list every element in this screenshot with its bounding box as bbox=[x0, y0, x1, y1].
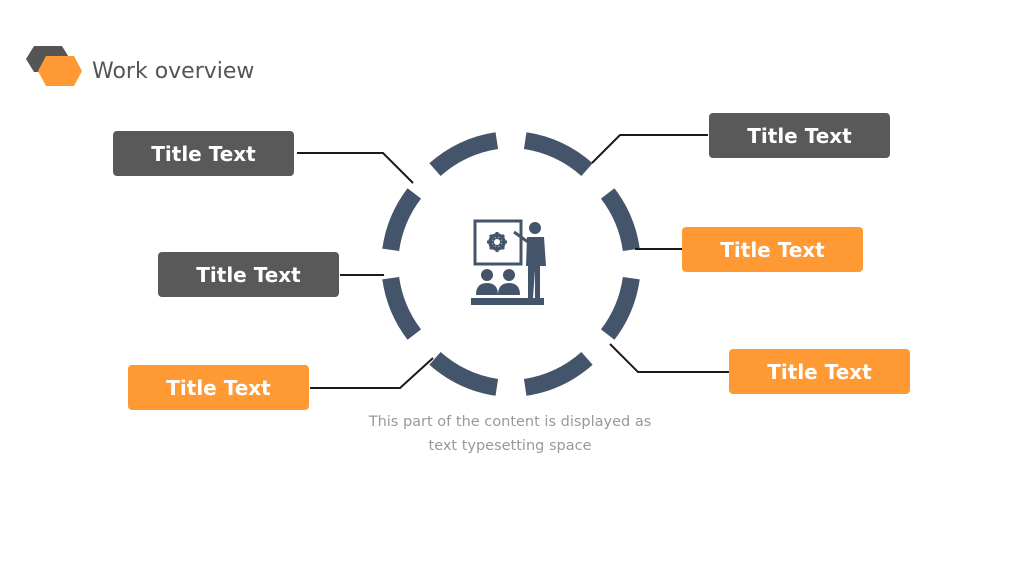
connector-right-bottom bbox=[609, 343, 730, 373]
ring-segment bbox=[429, 351, 499, 396]
ring-segment bbox=[429, 132, 499, 177]
title-box-left-middle: Title Text bbox=[158, 252, 339, 297]
connector-left-top bbox=[297, 152, 414, 184]
presenter-board-icon bbox=[471, 219, 546, 305]
title-box-right-bottom: Title Text bbox=[729, 349, 910, 394]
caption-text: This part of the content is displayed as… bbox=[368, 414, 652, 454]
ring-segment bbox=[382, 276, 422, 340]
title-box-left-bottom: Title Text bbox=[128, 365, 309, 410]
hexagon-logo-icon bbox=[26, 46, 82, 86]
page-header: Work overview bbox=[26, 42, 326, 92]
ring-segment bbox=[523, 132, 593, 177]
title-box-left-top: Title Text bbox=[113, 131, 294, 176]
page-title: Work overview bbox=[92, 59, 255, 84]
ring-segment bbox=[600, 188, 640, 252]
ring bbox=[382, 132, 640, 396]
ring-segment bbox=[600, 276, 640, 340]
connector-left-bottom bbox=[310, 357, 434, 389]
title-box-right-middle: Title Text bbox=[682, 227, 863, 272]
connector-right-top bbox=[591, 134, 708, 164]
title-box-right-top: Title Text bbox=[709, 113, 890, 158]
ring-segment bbox=[523, 351, 593, 396]
ring-segment bbox=[382, 188, 422, 252]
